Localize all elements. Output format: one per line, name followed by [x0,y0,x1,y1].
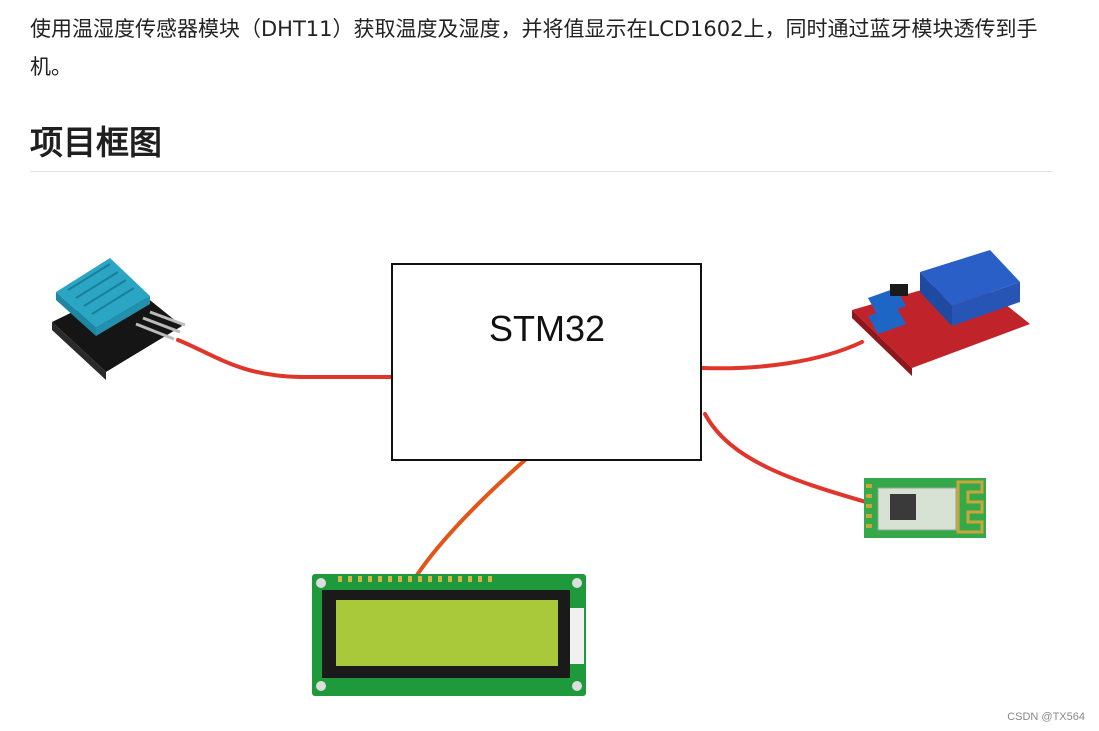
bluetooth-module-image [864,478,986,538]
heading-divider [30,171,1053,172]
wires [176,338,868,580]
block-diagram: STM32 [52,250,1030,696]
relay-module-image [852,250,1030,376]
wire-stm32-to-lcd [413,458,527,580]
dht11-sensor-image [52,258,186,380]
wire-stm32-to-relay [700,340,864,371]
stm32-block: STM32 [391,263,702,461]
lcd1602-image [312,574,586,696]
wire-stm32-to-bluetooth [703,412,868,504]
section-heading: 项目框图 [30,123,162,162]
intro-paragraph: 使用温湿度传感器模块（DHT11）获取温度及湿度，并将值显示在LCD1602上，… [30,17,1038,79]
stm32-label: STM32 [489,308,605,349]
watermark: CSDN @TX564 [1007,711,1085,723]
wire-dht11-to-stm32 [176,338,394,379]
